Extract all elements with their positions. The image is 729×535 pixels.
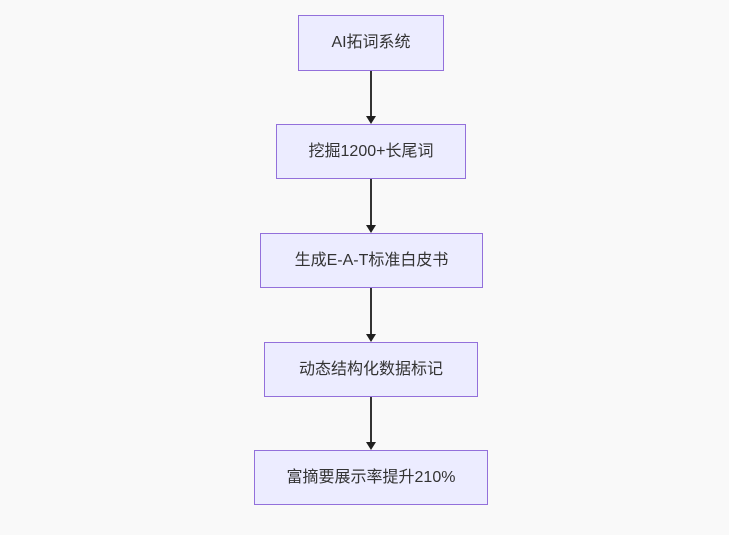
flow-node-structured-data: 动态结构化数据标记 [264, 342, 478, 397]
flow-edge-3 [365, 288, 377, 342]
flow-node-ai-expansion: AI拓词系统 [298, 15, 444, 71]
flow-edge-2 [365, 179, 377, 233]
flow-node-rich-snippet-result: 富摘要展示率提升210% [254, 450, 488, 505]
flow-node-label: 富摘要展示率提升210% [286, 468, 456, 486]
arrow-down-icon [366, 116, 376, 124]
flow-node-label: 动态结构化数据标记 [298, 360, 443, 378]
flow-node-label: 挖掘1200+长尾词 [308, 142, 434, 160]
flow-node-longtail-keywords: 挖掘1200+长尾词 [276, 124, 466, 179]
arrow-line [370, 288, 372, 334]
flow-node-eat-whitepaper: 生成E-A-T标准白皮书 [260, 233, 483, 288]
arrow-line [370, 179, 372, 225]
flow-edge-1 [365, 71, 377, 124]
arrow-line [370, 71, 372, 116]
flow-node-label: 生成E-A-T标准白皮书 [294, 251, 449, 269]
arrow-down-icon [366, 442, 376, 450]
arrow-down-icon [366, 334, 376, 342]
flow-node-label: AI拓词系统 [331, 34, 411, 51]
flow-edge-4 [365, 397, 377, 450]
arrow-line [370, 397, 372, 442]
arrow-down-icon [366, 225, 376, 233]
